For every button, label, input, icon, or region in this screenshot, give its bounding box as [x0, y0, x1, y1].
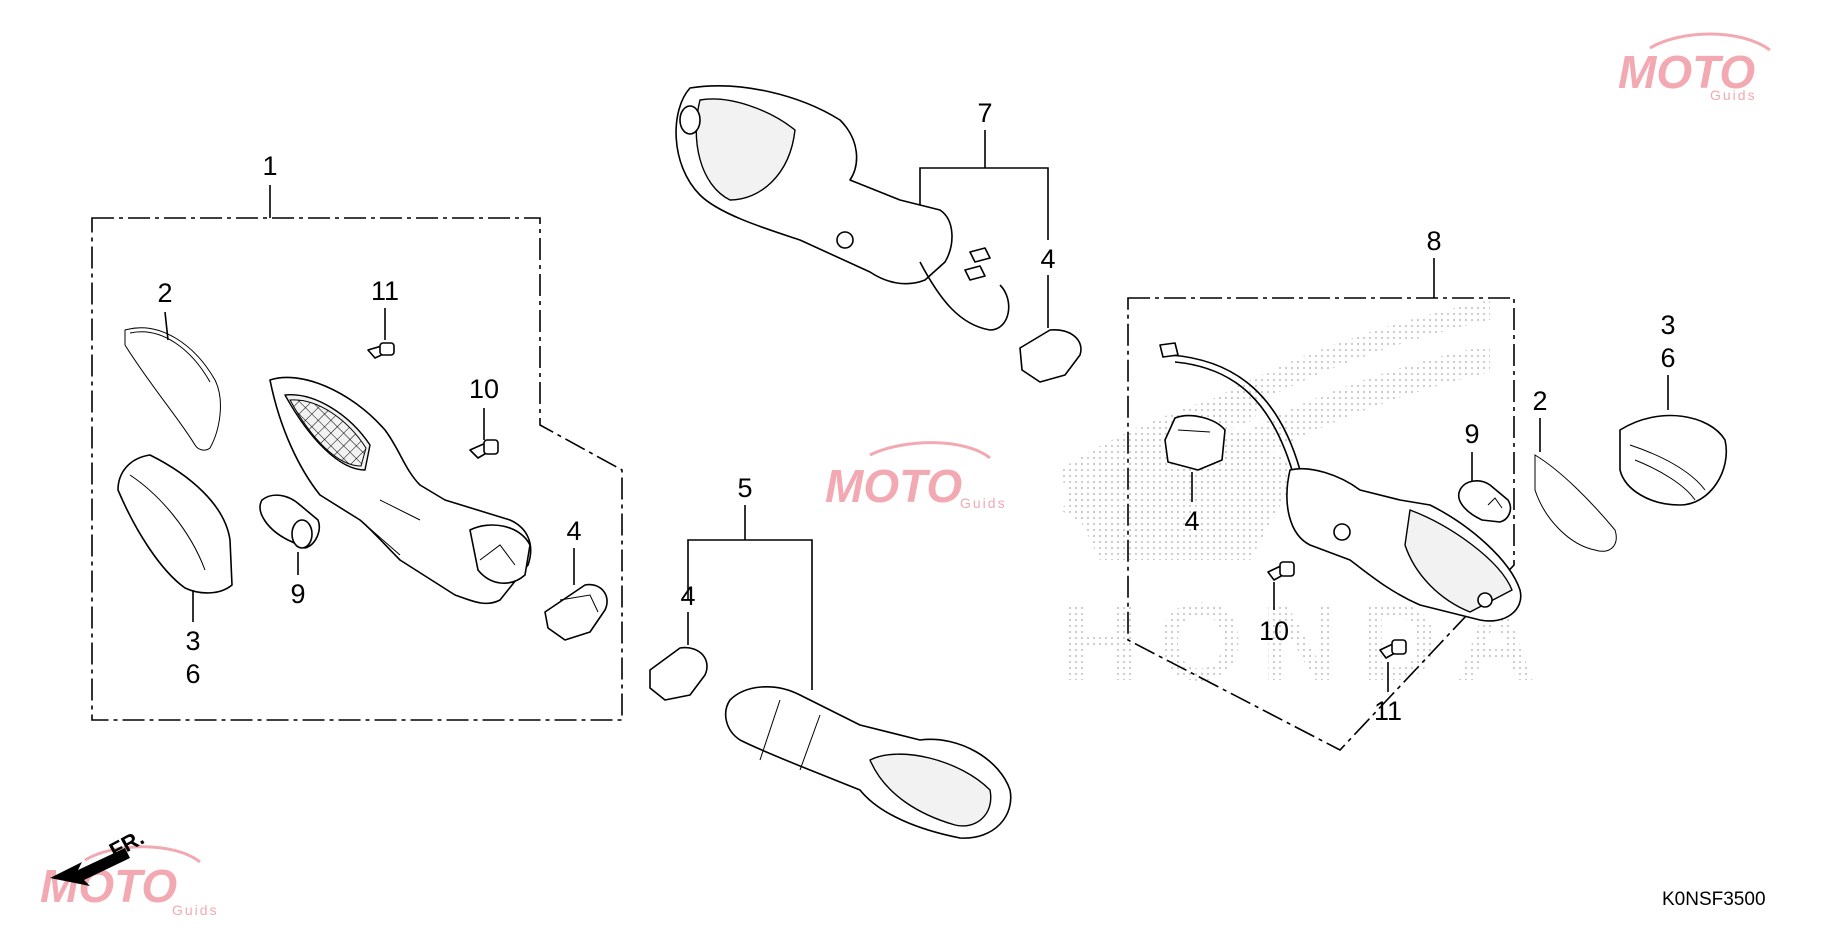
callout-9-right: 9: [1464, 419, 1479, 449]
svg-text:MOTO: MOTO: [1618, 46, 1755, 98]
svg-text:Guids: Guids: [1710, 87, 1757, 103]
socket-part-4-left: 4: [544, 516, 608, 641]
assembly-group-8: 8 4 3 6: [1127, 226, 1728, 751]
socket-part-4-bottom: 4: [649, 581, 708, 701]
callout-4-bottom: 4: [680, 581, 695, 611]
callout-10: 10: [469, 374, 499, 404]
callout-9: 9: [290, 579, 305, 609]
assembly-group-7: 7 4: [675, 85, 1082, 383]
socket-part-4-top: 4: [1019, 244, 1082, 383]
callout-3-right: 3: [1660, 310, 1675, 340]
bulb-part-9: 9: [259, 494, 321, 609]
lens-part-3-6: 3 6: [117, 454, 233, 689]
socket-part-4-right: 4: [1164, 414, 1226, 536]
callout-5: 5: [737, 473, 752, 503]
callout-4-top: 4: [1040, 244, 1055, 274]
group-8-boundary: [1127, 297, 1515, 751]
turn-signal-body-left: [269, 376, 532, 605]
callout-6-right: 6: [1660, 343, 1675, 373]
group-1-boundary: [91, 217, 623, 721]
callout-3: 3: [185, 626, 200, 656]
callout-2: 2: [157, 278, 172, 308]
assembly-group-1: 1 2 3 6 9 11: [91, 151, 623, 721]
callout-11: 11: [371, 276, 399, 306]
screw-part-11: 11: [367, 276, 399, 359]
callout-10-right: 10: [1259, 616, 1289, 646]
screw-part-10-right: 10: [1259, 561, 1295, 646]
diagram-code: K0NSF3500: [1662, 889, 1766, 910]
assembly-group-5: 5 4: [649, 473, 1012, 839]
watermark-bottom-left: MOTO Guids: [40, 845, 219, 918]
callout-4-right: 4: [1184, 506, 1199, 536]
turn-signal-body-right: [1286, 467, 1522, 622]
watermark-top-right: MOTO Guids: [1618, 32, 1771, 103]
svg-text:Guids: Guids: [172, 902, 219, 918]
watermark-center: MOTO Guids: [825, 441, 1007, 512]
screw-part-11-right: 11: [1374, 639, 1407, 726]
screw-part-10: 10: [469, 374, 499, 459]
callout-7: 7: [977, 98, 992, 128]
callout-1: 1: [262, 151, 277, 181]
callout-11-right: 11: [1374, 696, 1402, 726]
svg-text:MOTO: MOTO: [825, 460, 962, 512]
bulb-part-9-right: 9: [1458, 419, 1512, 523]
lens-gasket-part-2: 2: [124, 278, 221, 451]
callout-2-right: 2: [1532, 386, 1547, 416]
callout-8: 8: [1426, 226, 1441, 256]
svg-text:MOTO: MOTO: [40, 860, 177, 912]
callout-6: 6: [185, 659, 200, 689]
lens-part-3-6-right: 3 6: [1619, 310, 1728, 506]
lens-gasket-part-2-right: 2: [1532, 386, 1617, 552]
svg-text:Guids: Guids: [960, 495, 1007, 511]
callout-4: 4: [566, 516, 581, 546]
